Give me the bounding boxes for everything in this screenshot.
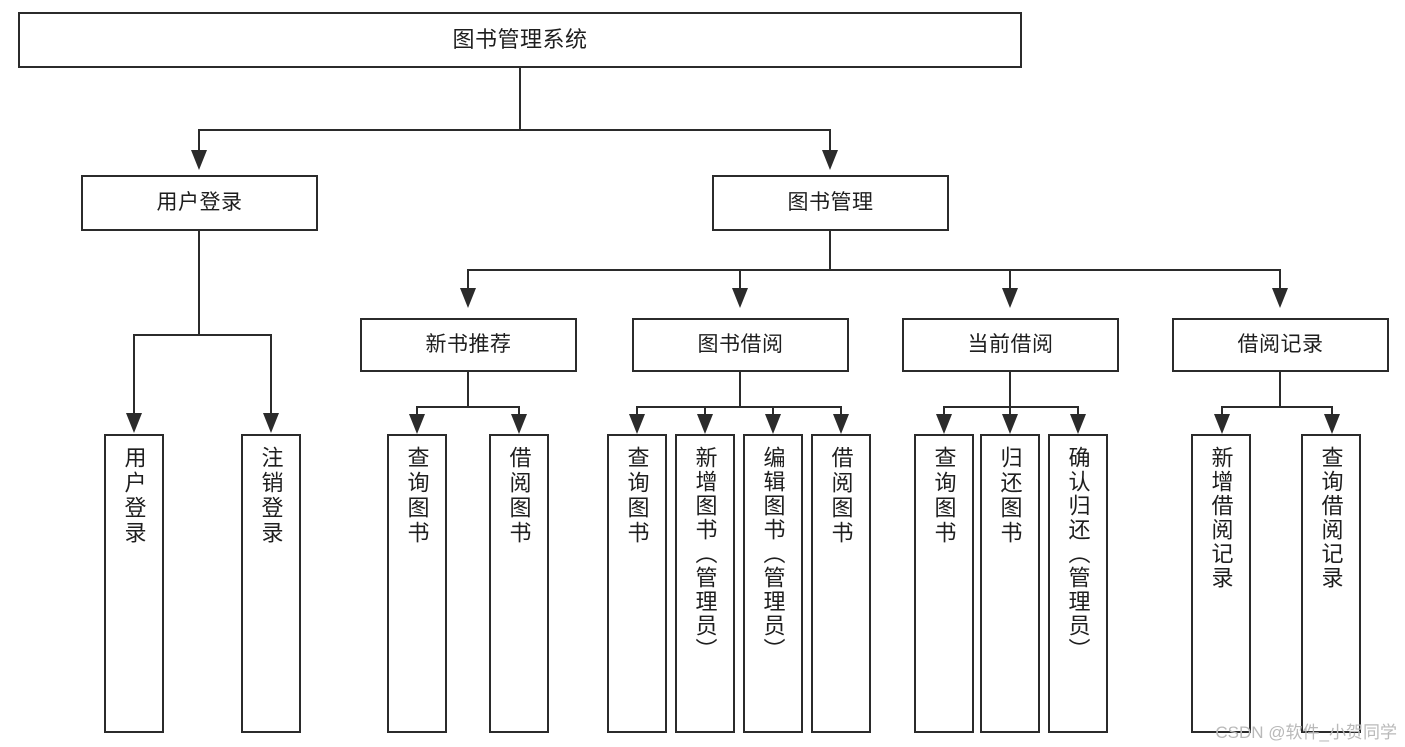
edge-book-borrow-to-leaf-0 xyxy=(636,406,638,416)
csdn-watermark: CSDN @软件_小贺同学 xyxy=(1215,723,1397,742)
edge-book-borrow-to-leaf-2 xyxy=(772,406,774,416)
leaf-add-borrow-record[interactable]: 新增借阅记录 xyxy=(1191,434,1251,733)
edge-book-borrow-stem xyxy=(739,372,741,408)
arrow-to-leaf-query-record xyxy=(1324,414,1340,434)
edge-user-login-split-bar xyxy=(133,334,272,336)
node-borrow-record[interactable]: 借阅记录 xyxy=(1172,318,1389,372)
node-label: 查询图书 xyxy=(624,446,650,546)
edge-user-login-stem xyxy=(198,231,200,336)
node-label: 图书管理 xyxy=(787,190,874,214)
node-label: 确认归还（管理员） xyxy=(1065,446,1091,662)
arrow-to-leaf-user-login xyxy=(126,413,142,433)
arrow-to-leaf-add-record xyxy=(1214,414,1230,434)
node-label: 查询图书 xyxy=(404,446,430,546)
arrow-to-new-book-recommend xyxy=(460,288,476,308)
edge-user-login-to-leaf-0 xyxy=(133,334,135,414)
edge-root-stem xyxy=(519,68,521,130)
node-label: 用户登录 xyxy=(156,190,243,214)
leaf-query-borrow-record[interactable]: 查询借阅记录 xyxy=(1301,434,1361,733)
edge-user-login-to-leaf-1 xyxy=(270,334,272,414)
node-root-system[interactable]: 图书管理系统 xyxy=(18,12,1022,68)
node-label: 图书借阅 xyxy=(697,332,784,356)
node-label: 图书管理系统 xyxy=(452,27,588,53)
edge-book-manage-split-bar xyxy=(467,269,1280,271)
edge-new-book-to-leaf-1 xyxy=(518,406,520,416)
edge-root-to-user-login xyxy=(198,129,200,151)
node-label: 编辑图书（管理员） xyxy=(760,446,786,662)
arrow-to-leaf-borrow-book-b xyxy=(833,414,849,434)
node-label: 当前借阅 xyxy=(967,332,1054,356)
arrow-to-book-borrow xyxy=(732,288,748,308)
edge-book-manage-to-record xyxy=(1279,269,1281,289)
leaf-borrow-book[interactable]: 借阅图书 xyxy=(811,434,871,733)
edge-book-borrow-to-leaf-1 xyxy=(704,406,706,416)
arrow-to-borrow-record xyxy=(1272,288,1288,308)
node-label: 借阅图书 xyxy=(506,446,532,546)
node-label: 归还图书 xyxy=(997,446,1023,546)
edge-current-borrow-split-bar xyxy=(943,406,1079,408)
arrow-to-leaf-logout xyxy=(263,413,279,433)
node-label: 注销登录 xyxy=(258,446,284,546)
arrow-to-leaf-borrow-book-a xyxy=(511,414,527,434)
node-new-book-recommend[interactable]: 新书推荐 xyxy=(360,318,577,372)
leaf-logout[interactable]: 注销登录 xyxy=(241,434,301,733)
edge-book-borrow-to-leaf-3 xyxy=(840,406,842,416)
edge-book-manage-to-new-book xyxy=(467,269,469,289)
leaf-query-book-recommend[interactable]: 查询图书 xyxy=(387,434,447,733)
edge-current-borrow-to-leaf-0 xyxy=(943,406,945,416)
arrow-to-leaf-add-book xyxy=(697,414,713,434)
edge-current-borrow-stem xyxy=(1009,372,1011,408)
node-book-borrow[interactable]: 图书借阅 xyxy=(632,318,849,372)
edge-book-manage-stem xyxy=(829,231,831,271)
leaf-user-login[interactable]: 用户登录 xyxy=(104,434,164,733)
arrow-to-user-login xyxy=(191,150,207,170)
node-label: 查询借阅记录 xyxy=(1318,446,1344,590)
edge-current-borrow-to-leaf-2 xyxy=(1077,406,1079,416)
edge-new-book-to-leaf-0 xyxy=(416,406,418,416)
edge-book-manage-to-current xyxy=(1009,269,1011,289)
edge-book-manage-to-borrow xyxy=(739,269,741,289)
node-label: 新增图书（管理员） xyxy=(692,446,718,662)
arrow-to-leaf-query-book-c xyxy=(936,414,952,434)
edge-current-borrow-to-leaf-1 xyxy=(1009,406,1011,416)
edge-new-book-stem xyxy=(467,372,469,408)
node-label: 借阅记录 xyxy=(1237,332,1324,356)
node-label: 用户登录 xyxy=(121,446,147,546)
node-current-borrow[interactable]: 当前借阅 xyxy=(902,318,1119,372)
edge-borrow-record-split-bar xyxy=(1221,406,1331,408)
leaf-query-book-borrow[interactable]: 查询图书 xyxy=(607,434,667,733)
leaf-query-book-current[interactable]: 查询图书 xyxy=(914,434,974,733)
edge-new-book-split-bar xyxy=(416,406,520,408)
edge-borrow-record-stem xyxy=(1279,372,1281,408)
arrow-to-current-borrow xyxy=(1002,288,1018,308)
arrow-to-book-manage xyxy=(822,150,838,170)
arrow-to-leaf-edit-book xyxy=(765,414,781,434)
node-label: 借阅图书 xyxy=(828,446,854,546)
node-label: 查询图书 xyxy=(931,446,957,546)
arrow-to-leaf-confirm-return xyxy=(1070,414,1086,434)
node-user-login[interactable]: 用户登录 xyxy=(81,175,318,231)
leaf-add-book[interactable]: 新增图书（管理员） xyxy=(675,434,735,733)
node-label: 新书推荐 xyxy=(425,332,512,356)
edge-book-borrow-split-bar xyxy=(636,406,842,408)
leaf-confirm-return[interactable]: 确认归还（管理员） xyxy=(1048,434,1108,733)
edge-borrow-record-to-leaf-1 xyxy=(1331,406,1333,416)
node-label: 新增借阅记录 xyxy=(1208,446,1234,590)
leaf-borrow-book-recommend[interactable]: 借阅图书 xyxy=(489,434,549,733)
leaf-return-book[interactable]: 归还图书 xyxy=(980,434,1040,733)
node-book-management[interactable]: 图书管理 xyxy=(712,175,949,231)
arrow-to-leaf-return-book xyxy=(1002,414,1018,434)
arrow-to-leaf-query-book-b xyxy=(629,414,645,434)
edge-root-split-bar xyxy=(198,129,831,131)
edge-borrow-record-to-leaf-0 xyxy=(1221,406,1223,416)
edge-root-to-book-manage xyxy=(829,129,831,151)
leaf-edit-book[interactable]: 编辑图书（管理员） xyxy=(743,434,803,733)
arrow-to-leaf-query-book-a xyxy=(409,414,425,434)
